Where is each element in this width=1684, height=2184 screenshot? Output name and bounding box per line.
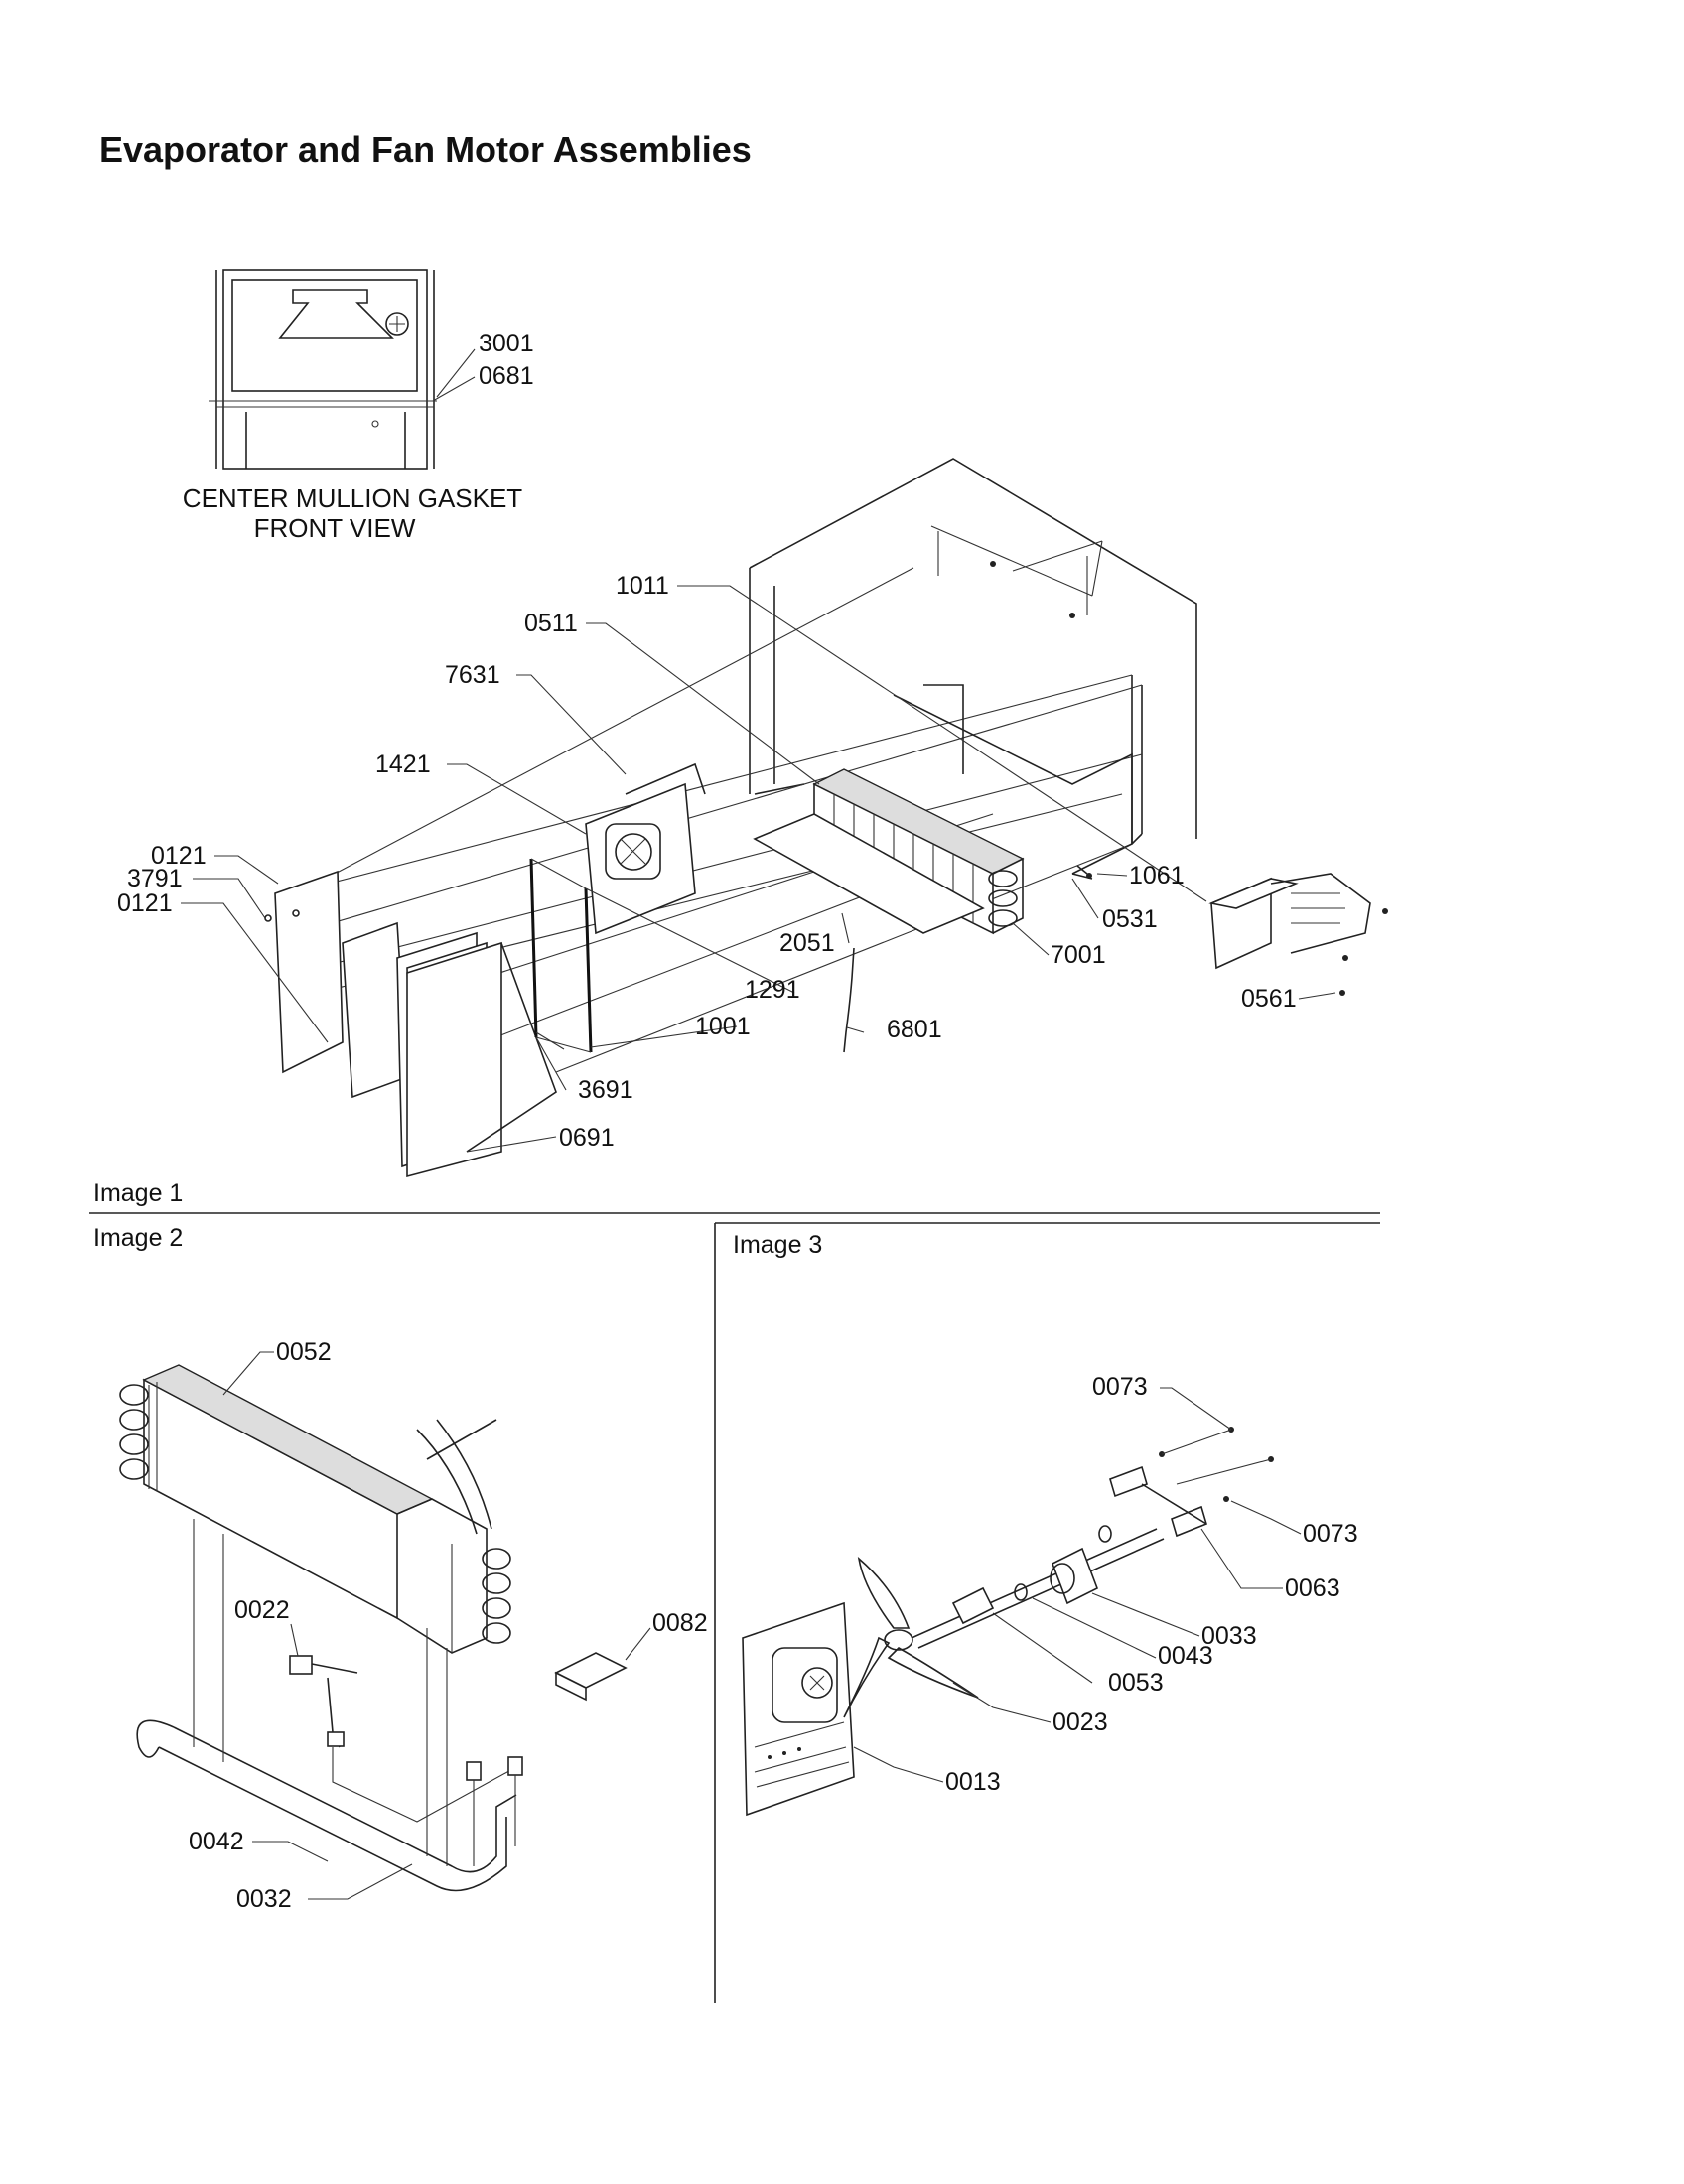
part-label-0073-a: 0073 xyxy=(1092,1373,1148,1401)
part-label-2051: 2051 xyxy=(779,929,835,957)
image2-evaporator-view: 0052 0022 0082 0042 0032 xyxy=(119,1338,708,1913)
part-label-0032: 0032 xyxy=(236,1885,292,1913)
part-label-0561: 0561 xyxy=(1241,985,1297,1013)
page-title: Evaporator and Fan Motor Assemblies xyxy=(99,129,752,170)
ice-maker-assembly xyxy=(1208,873,1388,996)
part-label-0052: 0052 xyxy=(276,1338,332,1366)
part-label-1001: 1001 xyxy=(695,1013,751,1040)
part-label-0121-a: 0121 xyxy=(151,842,207,870)
part-label-0042: 0042 xyxy=(189,1828,244,1855)
inset-caption-line1: CENTER MULLION GASKET xyxy=(183,483,523,513)
image1-label: Image 1 xyxy=(93,1179,183,1207)
image3-fan-motor-view: 0073 0073 0063 0033 0043 0053 0023 0013 xyxy=(742,1373,1358,1817)
image2-label: Image 2 xyxy=(93,1224,183,1252)
part-label-0681: 0681 xyxy=(479,362,534,390)
part-label-6801: 6801 xyxy=(887,1016,942,1043)
part-label-0691: 0691 xyxy=(559,1124,615,1152)
part-label-7001: 7001 xyxy=(1051,941,1106,969)
inset-caption-line2: FRONT VIEW xyxy=(254,513,416,543)
part-label-3691: 3691 xyxy=(578,1076,633,1104)
part-label-0121-b: 0121 xyxy=(117,889,173,917)
part-label-1011: 1011 xyxy=(616,572,669,600)
part-label-0511: 0511 xyxy=(524,610,578,637)
part-label-0013: 0013 xyxy=(945,1768,1001,1796)
fan-shroud-assembly xyxy=(585,762,706,935)
part-label-1421: 1421 xyxy=(375,751,431,778)
part-label-0053: 0053 xyxy=(1108,1669,1164,1697)
part-label-3791: 3791 xyxy=(127,865,183,892)
part-label-7631: 7631 xyxy=(445,661,500,689)
evaporator-cover-panels xyxy=(264,870,557,1178)
center-mullion-gasket-inset: CENTER MULLION GASKET FRONT VIEW 3001 06… xyxy=(183,269,534,543)
part-label-1291: 1291 xyxy=(745,976,800,1004)
part-label-0023: 0023 xyxy=(1052,1708,1108,1736)
part-label-0082: 0082 xyxy=(652,1609,708,1637)
part-label-3001: 3001 xyxy=(479,330,534,357)
part-label-0063: 0063 xyxy=(1285,1574,1340,1602)
part-label-0043: 0043 xyxy=(1158,1642,1213,1670)
image3-label: Image 3 xyxy=(733,1231,822,1259)
part-label-0073-b: 0073 xyxy=(1303,1520,1358,1548)
part-label-1061: 1061 xyxy=(1129,862,1185,889)
part-label-0033: 0033 xyxy=(1201,1622,1257,1650)
part-label-0022: 0022 xyxy=(234,1596,290,1624)
fan-blade xyxy=(843,1556,979,1718)
part-label-0531: 0531 xyxy=(1102,905,1158,933)
image1-exploded-view: 1011 0511 7631 1421 0121 3791 0121 1061 … xyxy=(117,458,1388,1178)
